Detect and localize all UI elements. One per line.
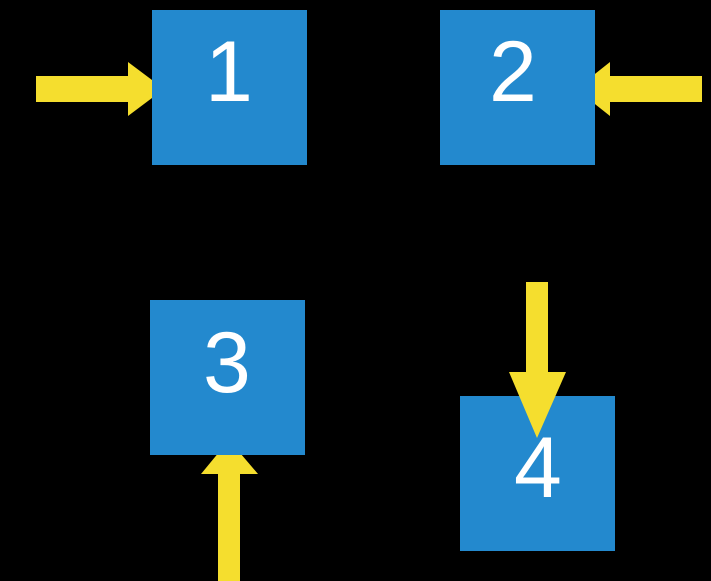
arrow-right-shape xyxy=(36,62,164,116)
arrow-down-shape xyxy=(509,282,566,438)
arrow-into-node-4 xyxy=(509,282,566,438)
arrow-into-node-2 xyxy=(576,62,702,116)
node-box-3[interactable] xyxy=(150,300,305,455)
arrow-up-shape xyxy=(201,440,258,581)
node-label-2: 2 xyxy=(489,24,537,120)
node-label-3: 3 xyxy=(203,315,251,411)
node-label-1: 1 xyxy=(205,24,253,120)
node-label-4: 4 xyxy=(514,420,562,516)
arrow-into-node-1 xyxy=(36,62,164,116)
arrow-into-node-3 xyxy=(201,440,258,581)
node-box-2[interactable] xyxy=(440,10,595,165)
node-box-1[interactable] xyxy=(152,10,307,165)
arrow-left-shape xyxy=(576,62,702,116)
